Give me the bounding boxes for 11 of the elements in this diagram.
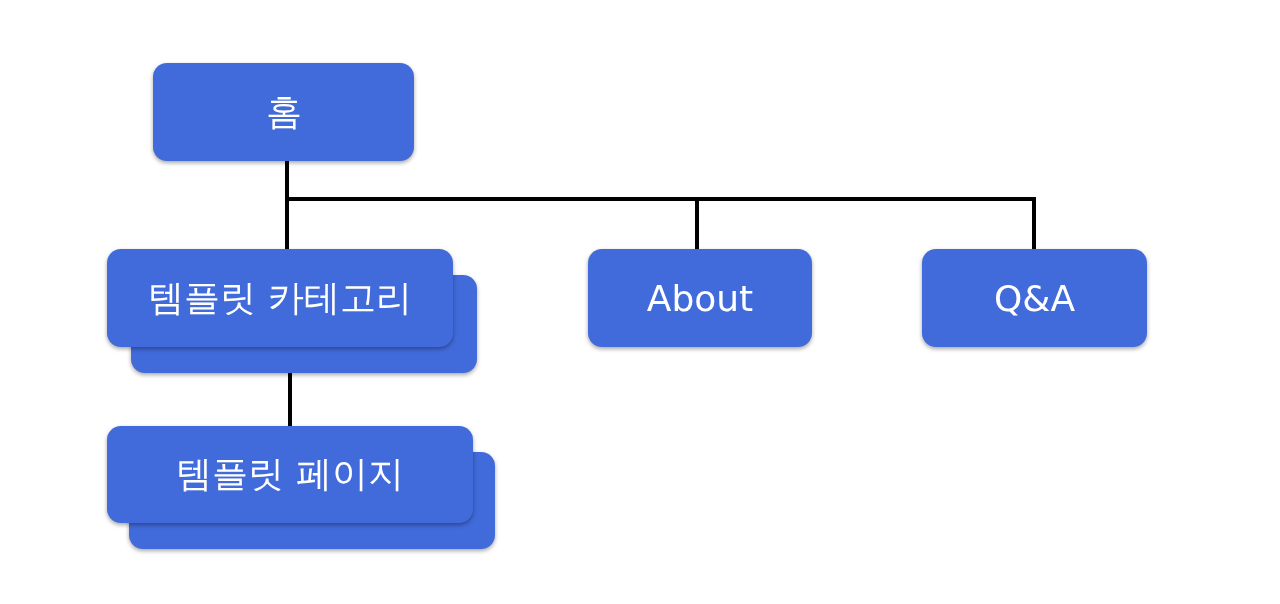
page-box xyxy=(922,249,1147,347)
page-box xyxy=(107,249,453,347)
connector-line xyxy=(288,373,292,426)
page-box xyxy=(588,249,812,347)
page-label: 템플릿 페이지 xyxy=(176,452,404,496)
page-box xyxy=(153,63,414,161)
page-label: About xyxy=(646,277,754,319)
page-label: Q&A xyxy=(993,277,1075,319)
page-label: 홈 xyxy=(265,89,302,134)
page-box xyxy=(107,426,473,523)
page-label: 템플릿 카테고리 xyxy=(148,275,412,320)
